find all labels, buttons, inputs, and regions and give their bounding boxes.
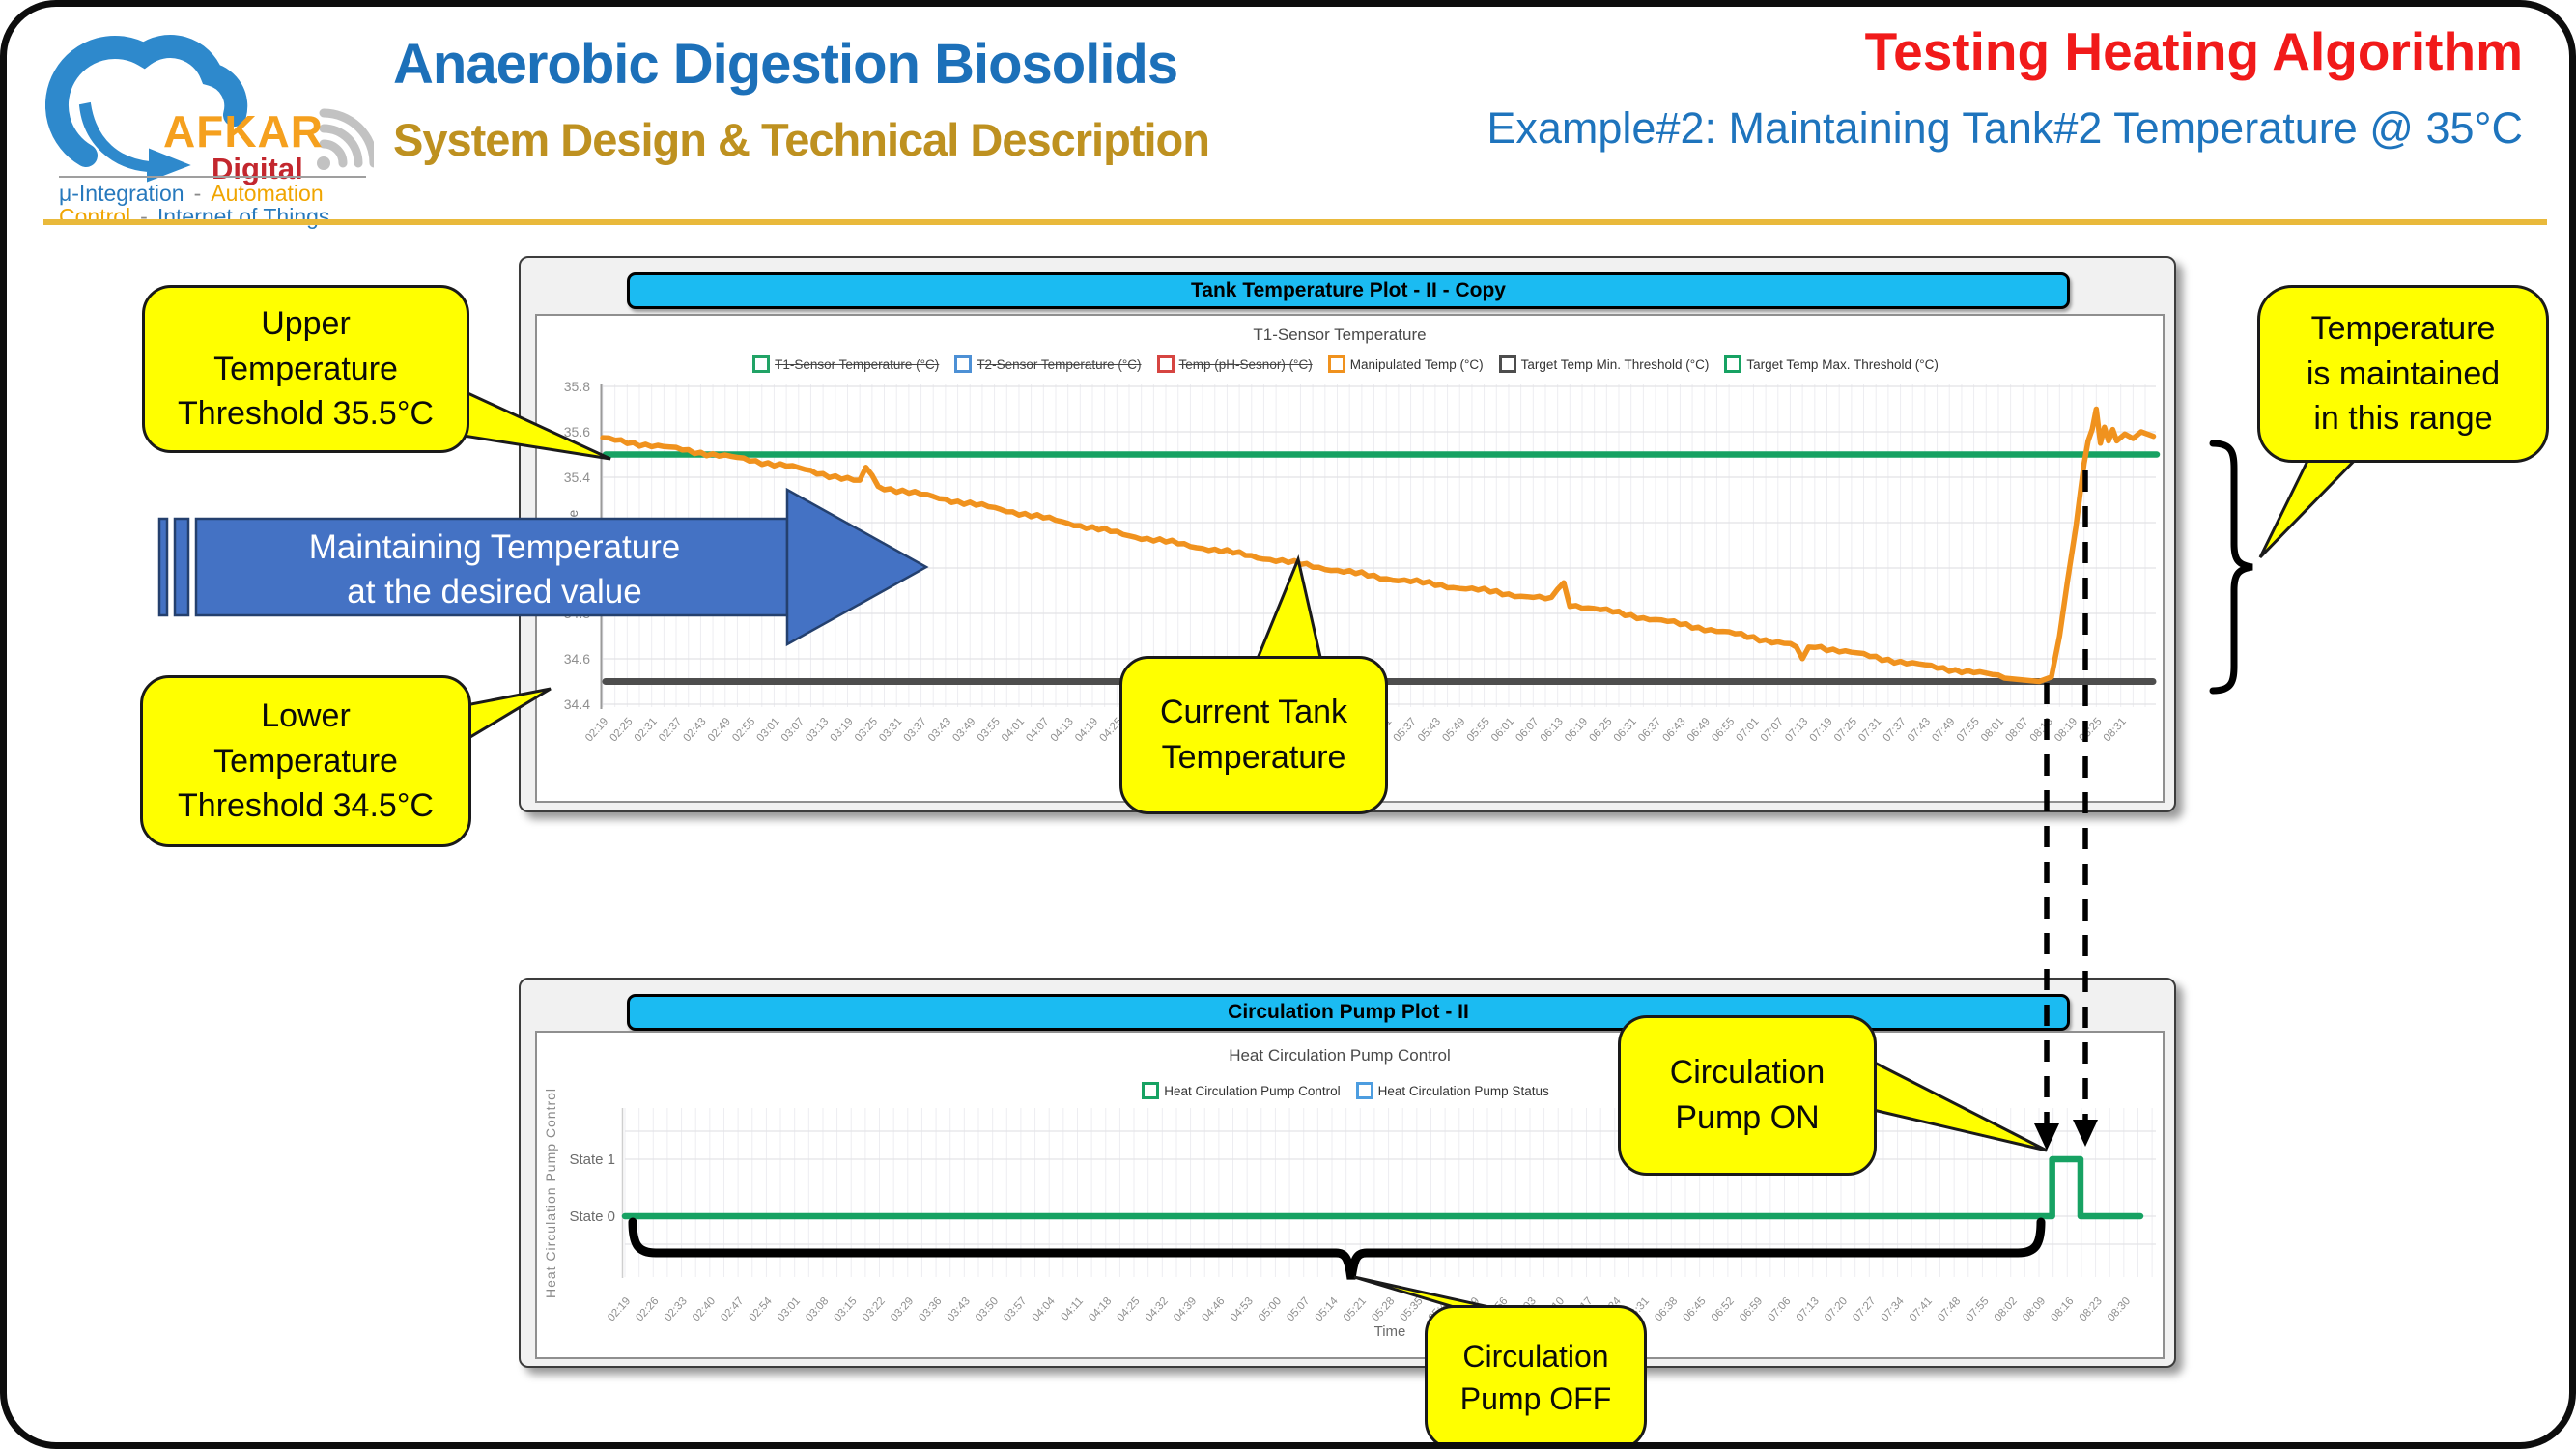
range-brace xyxy=(2209,440,2253,695)
legend-label: Heat Circulation Pump Status xyxy=(1377,1083,1549,1098)
logo-tagline-2: Control-Internet of Things xyxy=(59,204,330,229)
logo-divider xyxy=(59,176,366,178)
chart2-legend: Heat Circulation Pump Control Heat Circul… xyxy=(519,1082,2172,1099)
chart1-legend: T1-Sensor Temperature (°C) T2-Sensor Temp… xyxy=(519,355,2172,373)
page-subtitle: System Design & Technical Description xyxy=(393,114,1210,165)
legend-label: T2-Sensor Temperature (°C) xyxy=(977,356,1142,372)
callout-current-temperature: Current Tank Temperature xyxy=(1119,656,1388,814)
legend-swatch xyxy=(1142,1082,1160,1099)
legend-swatch xyxy=(752,355,771,373)
logo-product-text: Digital xyxy=(212,152,303,185)
tank-temperature-window-title: Tank Temperature Plot - II - Copy xyxy=(627,272,2070,309)
legend-item[interactable]: Target Temp Min. Threshold (°C) xyxy=(1498,355,1710,373)
cloud-arrow-icon xyxy=(45,35,248,183)
callout-pump-on: Circulation Pump ON xyxy=(1618,1015,1877,1176)
legend-label: Temp (pH-Sesnor) (°C) xyxy=(1178,356,1313,372)
legend-item[interactable]: Heat Circulation Pump Control xyxy=(1142,1082,1341,1099)
legend-item[interactable]: Temp (pH-Sesnor) (°C) xyxy=(1156,355,1313,373)
legend-label: Target Temp Max. Threshold (°C) xyxy=(1746,356,1939,372)
legend-swatch xyxy=(1724,355,1742,373)
legend-item[interactable]: T1-Sensor Temperature (°C) xyxy=(752,355,939,373)
legend-label: Heat Circulation Pump Control xyxy=(1164,1083,1341,1098)
wifi-icon xyxy=(317,108,374,170)
topic-title: Testing Heating Algorithm xyxy=(1864,21,2523,81)
legend-swatch xyxy=(1156,355,1175,373)
legend-item[interactable]: Manipulated Temp (°C) xyxy=(1327,355,1484,373)
legend-item[interactable]: T2-Sensor Temperature (°C) xyxy=(954,355,1142,373)
legend-item[interactable]: Heat Circulation Pump Status xyxy=(1355,1082,1549,1099)
legend-swatch xyxy=(954,355,973,373)
header-divider xyxy=(43,219,2547,225)
callout-lower-threshold: Lower Temperature Threshold 34.5°C xyxy=(140,675,471,847)
legend-swatch xyxy=(1498,355,1516,373)
circulation-pump-panel: Circulation Pump Plot - II xyxy=(519,978,2176,1368)
logo-tagline-1: μ-Integration-Automation xyxy=(59,181,324,206)
page-title: Anaerobic Digestion Biosolids xyxy=(393,33,1178,96)
callout-maintained-range: Temperature is maintained in this range xyxy=(2257,285,2549,463)
legend-swatch xyxy=(1327,355,1345,373)
logo: AFKAR Digital μ-Integration-Automation C… xyxy=(45,20,374,229)
callout-pump-off: Circulation Pump OFF xyxy=(1425,1305,1647,1442)
chart1-title: T1-Sensor Temperature xyxy=(1253,326,1427,344)
circulation-pump-chart-area xyxy=(535,1031,2165,1359)
logo-brand-text: AFKAR xyxy=(163,106,324,156)
legend-label: Manipulated Temp (°C) xyxy=(1349,356,1484,372)
callout-tail-range-tail xyxy=(2258,447,2369,559)
legend-swatch xyxy=(1355,1082,1373,1099)
arrow-banner-text: Maintaining Temperature at the desired v… xyxy=(308,528,681,611)
legend-item[interactable]: Target Temp Max. Threshold (°C) xyxy=(1724,355,1939,373)
example-title: Example#2: Maintaining Tank#2 Temperatur… xyxy=(1486,103,2523,153)
callout-upper-threshold: Upper Temperature Threshold 35.5°C xyxy=(142,285,469,453)
legend-label: Target Temp Min. Threshold (°C) xyxy=(1520,356,1710,372)
legend-label: T1-Sensor Temperature (°C) xyxy=(775,356,940,372)
chart2-title: Heat Circulation Pump Control xyxy=(1229,1046,1451,1065)
